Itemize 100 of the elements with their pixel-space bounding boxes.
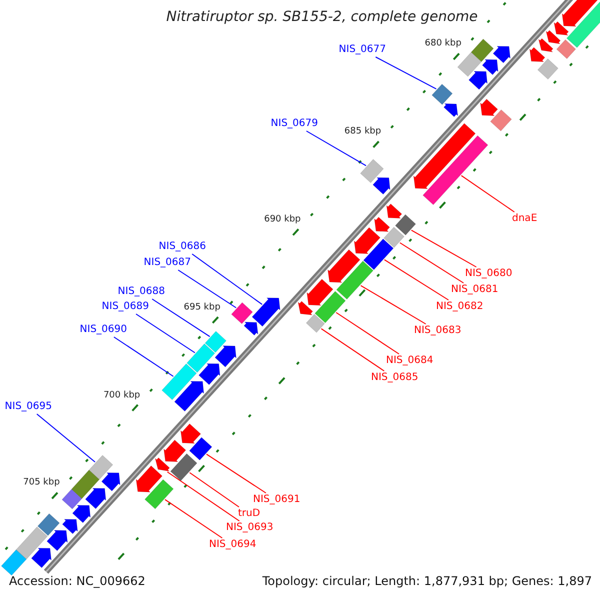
- leader-line: [306, 130, 367, 166]
- gene-block: [566, 0, 600, 48]
- gene-diamond: [306, 314, 325, 333]
- gene-label: NIS_0689: [102, 302, 149, 312]
- gene-diamond: [556, 39, 576, 59]
- gene-pentagon: [85, 488, 106, 509]
- gene-block: [71, 470, 100, 499]
- scale-label: 700 kbp: [103, 391, 140, 400]
- gene-label: NIS_0679: [270, 119, 318, 129]
- gene-diamond: [395, 214, 416, 236]
- gene-diamond: [457, 52, 482, 77]
- diagram-title: Nitratiruptor sp. SB155-2, complete genome: [166, 10, 478, 24]
- gene-pentagon: [136, 466, 162, 492]
- leader-line: [189, 472, 240, 508]
- gene-block: [144, 479, 174, 510]
- genome-summary: Topology: circular; Length: 1,877,931 bp; Genes: 1,897: [262, 575, 592, 587]
- gene-pentagon: [468, 71, 488, 90]
- gene-diamond: [204, 331, 226, 353]
- scale-label: 695 kbp: [184, 303, 220, 312]
- gene-diamond: [490, 109, 512, 132]
- gene-pentagon: [374, 216, 390, 232]
- leader-line: [152, 298, 210, 338]
- scale-label: 685 kbp: [344, 128, 382, 137]
- gene-pentagon: [413, 123, 476, 190]
- gene-block: [336, 260, 374, 300]
- gene-diamond: [432, 84, 453, 105]
- gene-label: NIS_0687: [144, 258, 191, 268]
- gene-label: NIS_0680: [465, 269, 512, 279]
- gene-label: NIS_0686: [158, 242, 206, 252]
- gene-pentagon: [252, 298, 280, 327]
- leader-line: [375, 56, 437, 90]
- leader-line: [384, 259, 449, 300]
- gene-pentagon: [372, 177, 390, 195]
- gene-diamond: [88, 455, 114, 480]
- gene-pentagon: [554, 21, 569, 36]
- gene-block: [16, 526, 48, 560]
- gene-diamond: [37, 513, 60, 536]
- gene-label: NIS_0677: [338, 45, 386, 55]
- gene-pentagon: [492, 46, 511, 64]
- gene-pentagon: [538, 38, 554, 52]
- gene-pentagon: [298, 301, 313, 316]
- gene-pentagon: [174, 381, 204, 412]
- gene-pentagon: [328, 249, 360, 283]
- gene-block: [363, 238, 394, 270]
- leader-line: [178, 270, 237, 308]
- leader-line: [320, 328, 385, 372]
- gene-label: truD: [238, 509, 260, 519]
- scale-label: 705 kbp: [23, 478, 60, 488]
- leader-line: [136, 314, 196, 354]
- leader-line: [36, 414, 96, 462]
- leader-line: [360, 285, 426, 324]
- gene-pentagon: [164, 440, 186, 462]
- gene-pentagon: [244, 322, 258, 336]
- gene-pentagon: [480, 98, 498, 116]
- gene-block: [422, 135, 488, 206]
- gene-label: NIS_0685: [371, 373, 418, 383]
- gene-pentagon: [354, 227, 380, 254]
- gene-label: NIS_0683: [414, 326, 462, 336]
- gene-pentagon: [482, 59, 498, 75]
- gene-block: [1, 549, 27, 576]
- gene-label: NIS_0688: [118, 287, 165, 297]
- gene-diamond: [189, 437, 212, 460]
- gene-diamond: [62, 488, 82, 510]
- gene-pentagon: [31, 548, 52, 568]
- leader-line: [113, 336, 174, 377]
- gene-label: NIS_0682: [436, 302, 484, 312]
- gene-pentagon: [386, 204, 402, 219]
- gene-pentagon: [72, 505, 91, 523]
- gene-label: NIS_0695: [4, 402, 52, 412]
- leader-line: [399, 242, 464, 284]
- scale-label: 680 kbp: [424, 40, 462, 49]
- gene-diamond: [384, 226, 404, 248]
- gene-pentagon: [306, 278, 334, 306]
- gene-block: [314, 291, 346, 324]
- leader-line: [166, 471, 240, 522]
- leader-line: [460, 175, 515, 212]
- gene-block: [186, 344, 216, 373]
- gene-block: [162, 364, 197, 400]
- gene-pentagon: [180, 424, 201, 444]
- gene-pentagon: [101, 472, 120, 492]
- gene-pentagon: [546, 30, 561, 44]
- gene-label: NIS_0690: [80, 325, 127, 335]
- gene-diamond: [470, 38, 494, 62]
- leader-line: [410, 230, 477, 268]
- scale-label: 690 kbp: [264, 216, 301, 224]
- gene-label: NIS_0691: [253, 495, 300, 505]
- gene-pentagon: [529, 47, 546, 62]
- leader-line: [206, 454, 266, 494]
- gene-pentagon: [444, 103, 458, 118]
- gene-diamond: [231, 302, 253, 324]
- gene-pentagon: [154, 457, 170, 472]
- gene-pentagon: [62, 519, 78, 534]
- accession-text: Accession: NC_009662: [9, 575, 146, 587]
- gene-pentagon: [198, 363, 220, 385]
- gene-label: dnaE: [512, 214, 538, 224]
- gene-label: NIS_0681: [451, 285, 498, 295]
- gene-pentagon: [46, 530, 68, 551]
- gene-label: NIS_0694: [209, 540, 256, 550]
- gene-pentagon: [562, 0, 600, 27]
- gene-diamond: [537, 58, 558, 80]
